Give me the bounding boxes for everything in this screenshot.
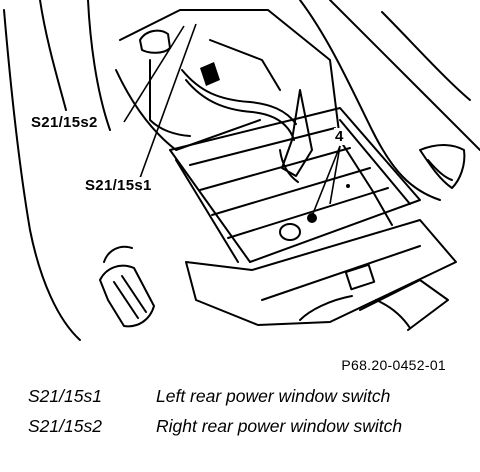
figure-code: P68.20-0452-01	[341, 357, 446, 373]
legend-description: Right rear power window switch	[156, 416, 403, 436]
callout-4: 4	[334, 128, 345, 145]
legend-description: Left rear power window switch	[156, 386, 391, 406]
console-line-drawing	[3, 0, 480, 341]
callout-s21-15s1: S21/15s1	[84, 177, 153, 194]
callout-s21-15s2: S21/15s2	[30, 114, 99, 131]
legend-code: S21/15s1	[28, 386, 102, 406]
legend-code: S21/15s2	[28, 416, 102, 436]
